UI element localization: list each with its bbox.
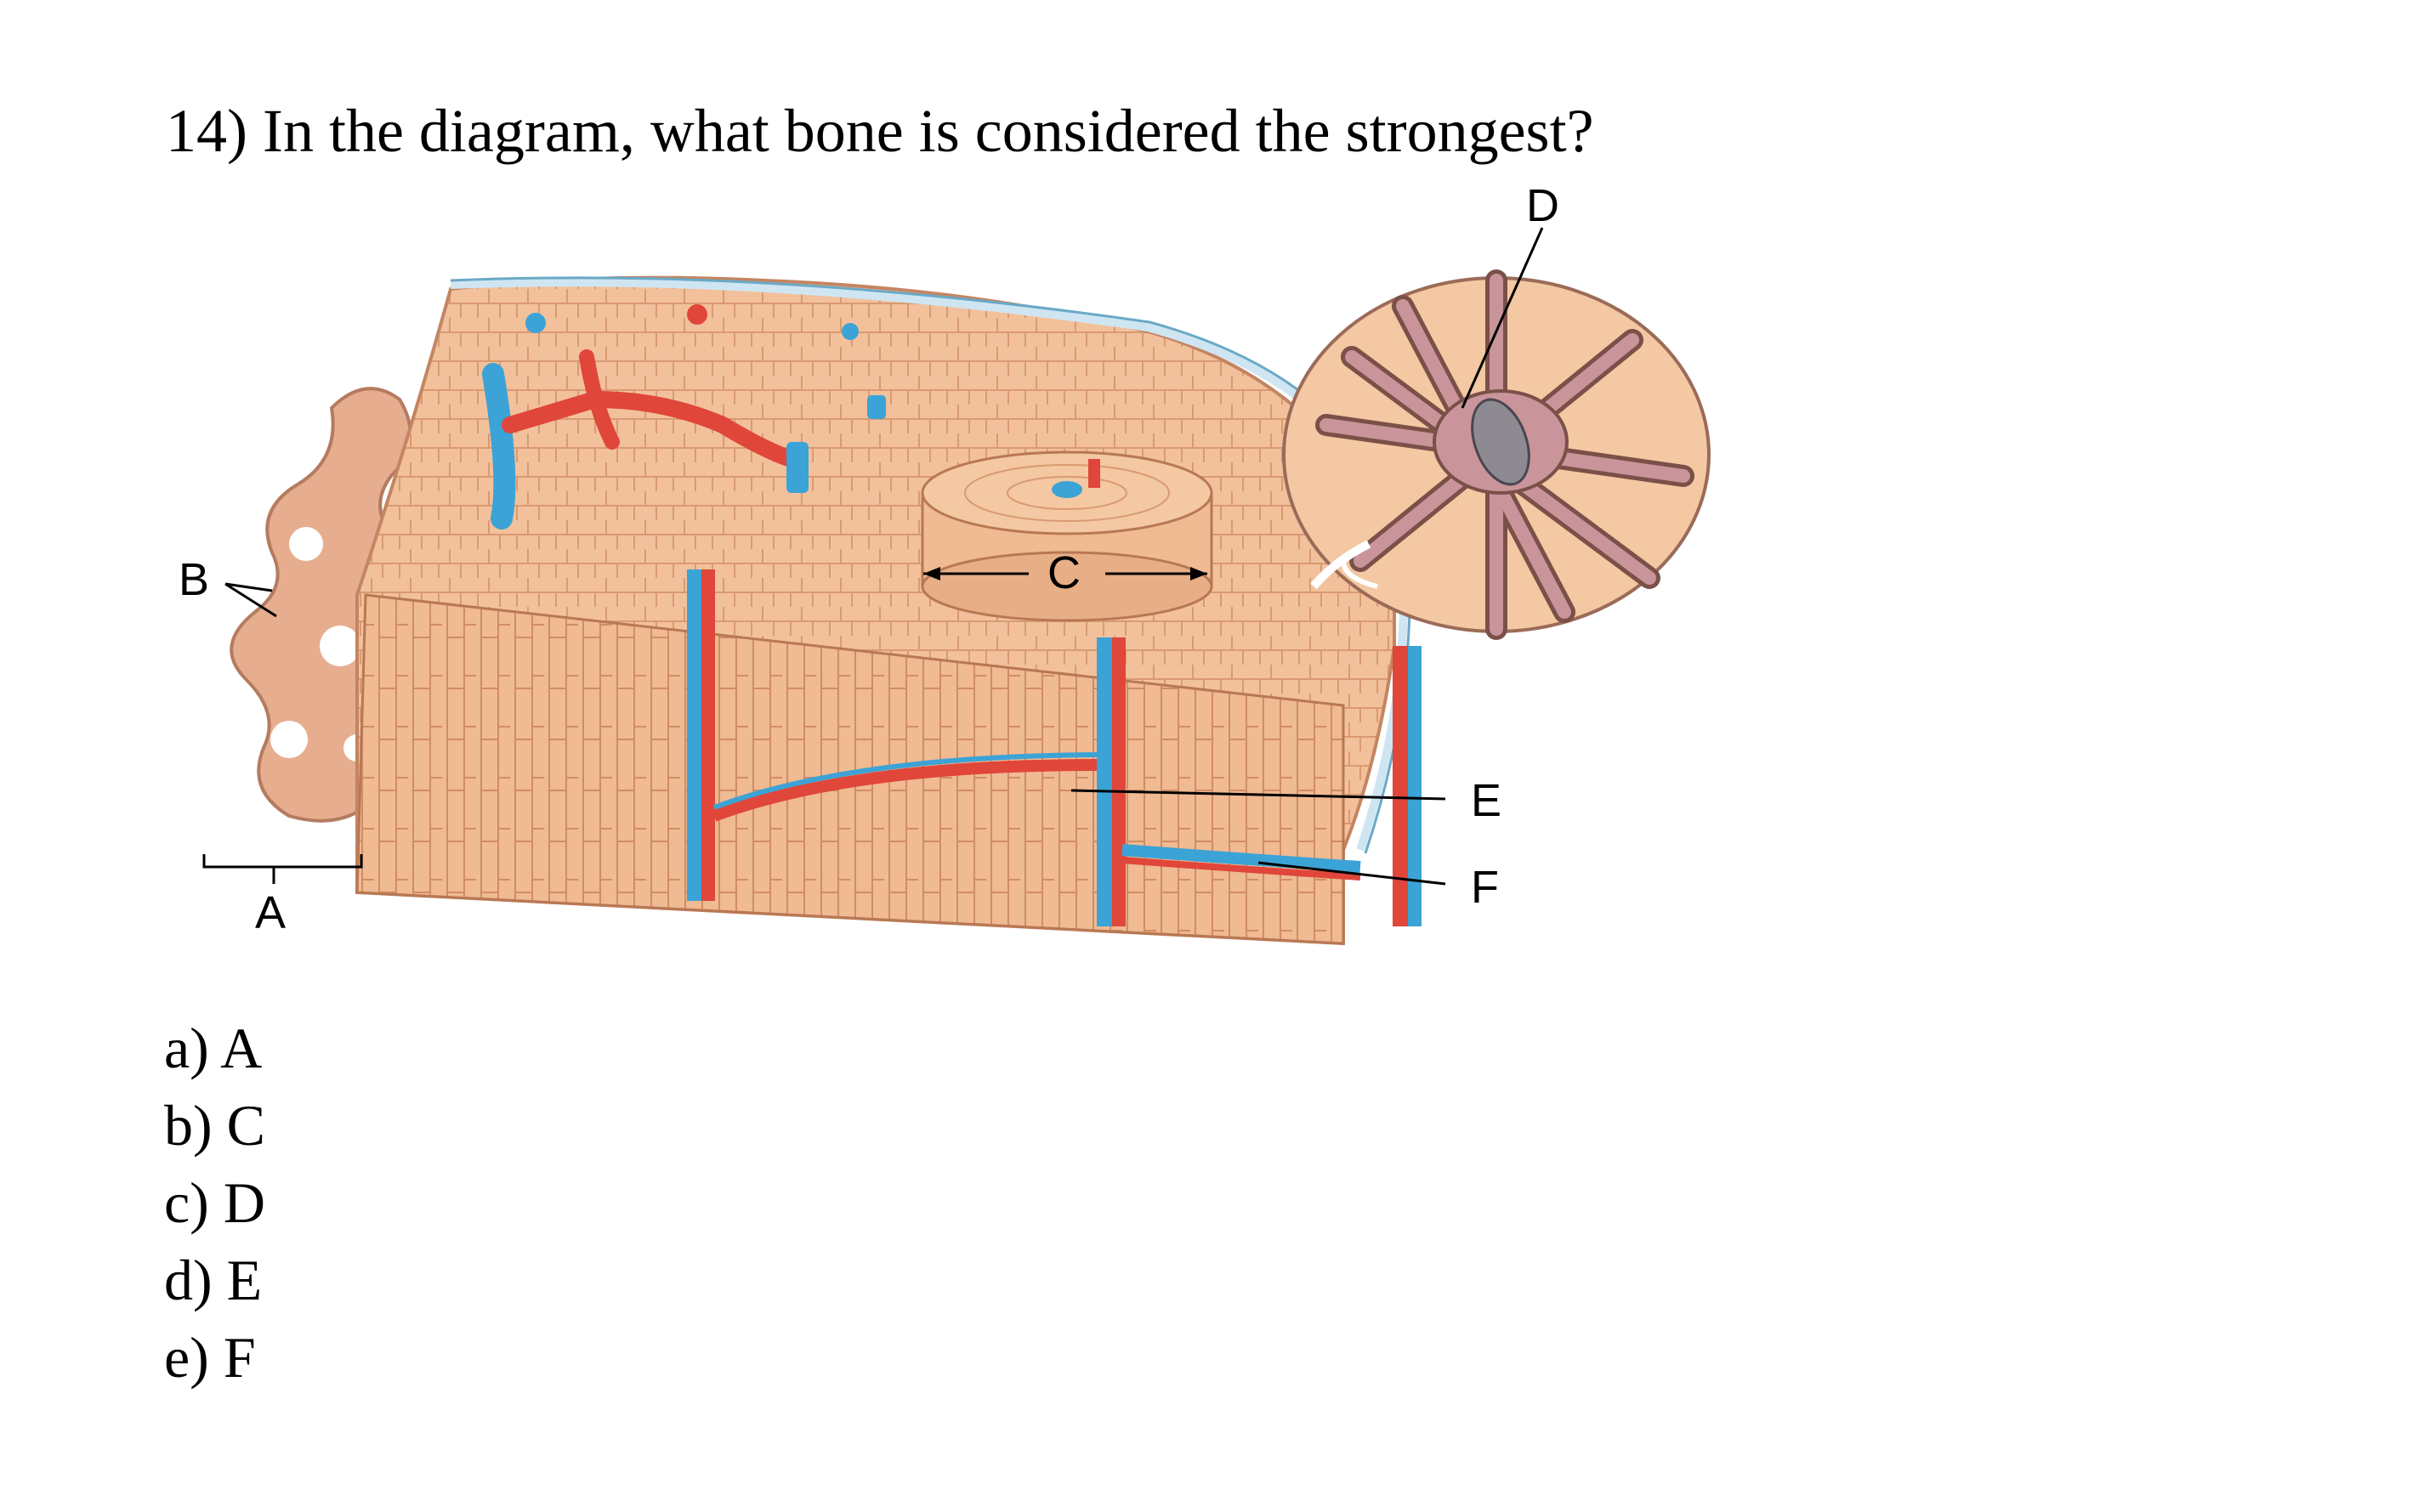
top-vessels bbox=[482, 304, 886, 529]
option-e[interactable]: e) F bbox=[164, 1325, 256, 1390]
option-a[interactable]: a) A bbox=[164, 1016, 263, 1080]
osteocyte-magnification bbox=[1282, 269, 1711, 640]
question-number: 14) bbox=[166, 97, 247, 165]
label-a: A bbox=[255, 887, 286, 938]
vertical-vessels bbox=[687, 569, 1422, 926]
answer-options: a) A b) C c) D d) E e) F bbox=[164, 1010, 265, 1396]
question-prompt: In the diagram, what bone is considered … bbox=[262, 97, 1594, 165]
label-b: B bbox=[179, 554, 209, 605]
osteon-cylinder bbox=[921, 450, 1213, 622]
label-e: E bbox=[1471, 775, 1501, 826]
magnify-pointer bbox=[1310, 540, 1371, 590]
option-d[interactable]: d) E bbox=[164, 1248, 263, 1312]
question-text: 14) In the diagram, what bone is conside… bbox=[166, 100, 1594, 161]
label-c: C bbox=[1047, 547, 1081, 598]
option-b[interactable]: b) C bbox=[164, 1093, 266, 1158]
arrow-heads bbox=[923, 567, 1207, 580]
label-d: D bbox=[1526, 180, 1559, 231]
option-c[interactable]: c) D bbox=[164, 1170, 265, 1235]
compact-bone-block bbox=[355, 275, 1411, 946]
label-f: F bbox=[1471, 862, 1499, 913]
